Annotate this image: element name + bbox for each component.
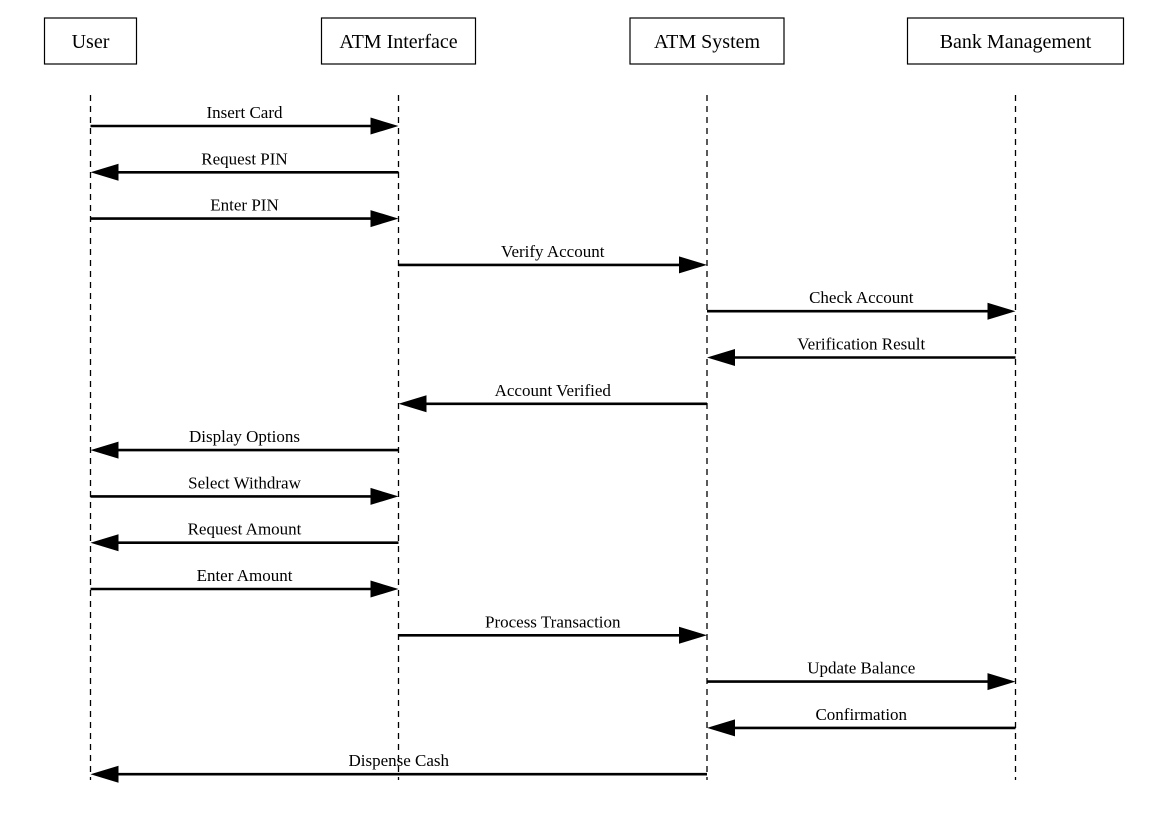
arrowhead-icon <box>90 765 119 783</box>
message-label: Update Balance <box>807 659 915 678</box>
message-label: Verify Account <box>501 242 605 261</box>
participant-box-atm-interface <box>320 17 477 65</box>
message-15: Dispense Cash <box>90 751 707 783</box>
message-label: Confirmation <box>815 705 907 724</box>
arrowhead-icon <box>90 163 119 181</box>
arrowhead-icon <box>987 673 1016 691</box>
lifelines <box>89 95 1017 780</box>
arrowhead-icon <box>679 626 707 644</box>
arrowhead-icon <box>679 256 707 274</box>
participant-box-atm-system <box>629 17 785 65</box>
message-14: Confirmation <box>707 705 1016 737</box>
message-label: Process Transaction <box>485 612 621 631</box>
message-5: Check Account <box>707 288 1016 320</box>
participant-label-atm-system: ATM System <box>654 31 761 53</box>
arrowhead-icon <box>707 349 735 366</box>
message-label: Verification Result <box>797 335 925 354</box>
message-6: Verification Result <box>707 335 1016 366</box>
message-label: Select Withdraw <box>188 473 301 492</box>
message-4: Verify Account <box>398 242 707 274</box>
message-label: Dispense Cash <box>348 751 449 770</box>
arrowhead-icon <box>398 395 427 413</box>
participant-label-atm-interface: ATM Interface <box>339 31 457 53</box>
participants: User ATM Interface ATM System Bank Manageme… <box>43 17 1125 65</box>
message-9: Select Withdraw <box>90 473 399 505</box>
message-label: Enter PIN <box>210 196 278 215</box>
message-3: Enter PIN <box>90 196 399 228</box>
arrowhead-icon <box>370 580 399 598</box>
arrowhead-icon <box>370 487 399 505</box>
message-label: Enter Amount <box>197 566 293 585</box>
message-1: Insert Card <box>90 103 399 135</box>
arrowhead-icon <box>90 534 119 552</box>
message-11: Enter Amount <box>90 566 399 598</box>
arrowhead-icon <box>370 210 399 228</box>
message-label: Check Account <box>809 288 914 307</box>
message-label: Request Amount <box>188 520 302 539</box>
participant-label-user: User <box>72 31 110 53</box>
arrowhead-icon <box>90 441 119 459</box>
participant-box-bank-management <box>906 17 1125 65</box>
arrowhead-icon <box>707 719 735 737</box>
message-12: Process Transaction <box>398 612 707 644</box>
message-7: Account Verified <box>398 381 707 413</box>
message-13: Update Balance <box>707 659 1016 691</box>
arrowhead-icon <box>987 302 1016 320</box>
message-2: Request PIN <box>90 149 399 181</box>
message-label: Insert Card <box>206 103 283 122</box>
participant-box-user <box>43 17 138 65</box>
message-label: Display Options <box>189 427 300 446</box>
message-10: Request Amount <box>90 520 399 552</box>
message-label: Request PIN <box>201 149 287 168</box>
participant-label-bank-management: Bank Management <box>940 31 1092 53</box>
message-8: Display Options <box>90 427 399 459</box>
message-label: Account Verified <box>495 381 612 400</box>
arrowhead-icon <box>370 117 399 135</box>
